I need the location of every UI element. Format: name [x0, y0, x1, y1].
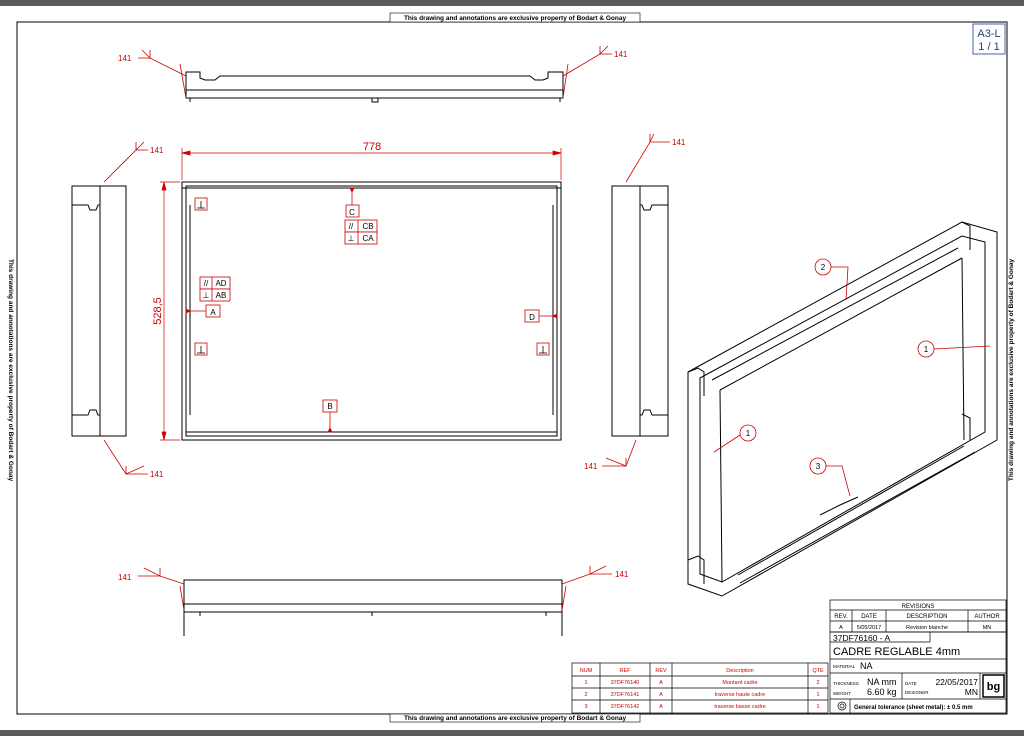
title-block [829, 631, 1007, 714]
bom-header: REV [655, 668, 667, 674]
bom-cell: traverse basse cadre [714, 704, 765, 710]
left-side-view [71, 185, 127, 437]
material-label: MATERIAL [833, 664, 856, 669]
perp-symbols [197, 201, 547, 354]
bom-cell: 37DF76142 [611, 704, 640, 710]
bom-header: QTE [812, 668, 824, 674]
logo-text: bg [987, 681, 1000, 693]
dimension-lines [160, 148, 562, 441]
paper [0, 6, 1024, 730]
width-dimension: 778 [363, 141, 381, 153]
bom-cell: 2 [584, 692, 587, 698]
weld-label: 141 [150, 470, 164, 479]
weight-value: 6.60 kg [867, 687, 897, 697]
tol-ref: AD [215, 279, 226, 288]
datum-b: B [327, 402, 332, 411]
top-view [185, 71, 564, 103]
drawing-title: CADRE REGLABLE 4mm [833, 646, 960, 658]
bottom-view-welds [138, 565, 612, 611]
tol-symbol: ⊥ [203, 291, 210, 300]
tolerance-frames [199, 219, 378, 302]
general-tolerance: General tolerance (sheet metal): ± 0.5 m… [854, 705, 973, 711]
weld-label: 141 [150, 146, 164, 155]
thickness-value: NA mm [867, 677, 897, 687]
material-value: NA [860, 661, 873, 671]
left-view-welds [103, 141, 148, 475]
balloon-label: 2 [821, 263, 826, 272]
datum-a: A [210, 308, 216, 317]
tol-symbol: // [204, 279, 209, 288]
isometric-view [687, 221, 998, 597]
format-label: A3-L [977, 28, 1000, 40]
bom-header: NUM [580, 668, 593, 674]
designer-value: MN [965, 687, 978, 697]
company-logo [982, 674, 1005, 698]
rev-col: DATE [861, 614, 877, 620]
revisions-title: REVISIONS [902, 604, 935, 610]
bom-table [571, 662, 829, 714]
tol-symbol: ⊥ [348, 234, 355, 243]
rev-cell: 5/05/2017 [857, 625, 881, 631]
tol-ref: CA [362, 234, 374, 243]
bom-cell: traverse haute cadre [715, 692, 765, 698]
notice-top: This drawing and annotations are exclusi… [404, 15, 627, 22]
designer-label: DESIGNER [905, 690, 929, 695]
bom-cell: 37DF76140 [611, 680, 640, 686]
bom-header: Description [726, 668, 754, 674]
tol-ref: CB [362, 222, 373, 231]
notice-bottom: This drawing and annotations are exclusi… [404, 715, 627, 722]
bom-cell: 1 [816, 692, 819, 698]
thickness-label: THICKNESS [833, 681, 859, 686]
weight-label: WEIGHT [833, 691, 851, 696]
notice-right: This drawing and annotations are exclusi… [1008, 259, 1015, 482]
balloon-label: 1 [924, 345, 929, 354]
item-balloons [713, 258, 991, 497]
bottom-view [183, 579, 563, 636]
notice-left: This drawing and annotations are exclusi… [7, 259, 14, 482]
bom-cell: A [659, 680, 663, 686]
projection-symbol [837, 699, 851, 713]
rev-col: DESCRIPTION [906, 614, 947, 620]
weld-label: 141 [614, 50, 628, 59]
balloon-label: 3 [816, 462, 821, 471]
bom-cell: A [659, 692, 663, 698]
page-label: 1 / 1 [978, 41, 999, 53]
weld-label: 141 [584, 462, 598, 471]
top-view-welds [138, 45, 612, 99]
datum-d: D [529, 313, 535, 322]
weld-label: 141 [672, 138, 686, 147]
date-label: DATE [905, 681, 917, 686]
balloon-label: 1 [746, 429, 751, 438]
weld-label: 141 [615, 570, 629, 579]
bom-cell: A [659, 704, 663, 710]
right-view-welds [602, 133, 670, 467]
date-value: 22/05/2017 [935, 677, 978, 687]
rev-cell: Revision blanche [906, 625, 948, 631]
tol-symbol: // [349, 222, 354, 231]
bom-cell: 2 [816, 680, 819, 686]
tol-ref: AB [216, 291, 227, 300]
bom-cell: 1 [584, 680, 587, 686]
height-dimension: 528,5 [152, 297, 164, 325]
bom-cell: 37DF76141 [611, 692, 640, 698]
bom-cell: 3 [584, 704, 587, 710]
bom-cell: 1 [816, 704, 819, 710]
datum-c: C [349, 208, 355, 217]
weld-label: 141 [118, 573, 132, 582]
datum-markers [185, 187, 558, 433]
rev-cell: MN [983, 625, 992, 631]
weld-label: 141 [118, 54, 132, 63]
format-box [972, 23, 1006, 55]
right-side-view [611, 185, 669, 437]
bom-header: REF [620, 668, 632, 674]
rev-col: REV. [834, 614, 848, 620]
rev-cell: A [839, 625, 843, 631]
bom-cell: Montant cadre [722, 680, 757, 686]
part-number: 37DF76160 - A [833, 633, 891, 643]
rev-col: AUTHOR [974, 614, 1000, 620]
